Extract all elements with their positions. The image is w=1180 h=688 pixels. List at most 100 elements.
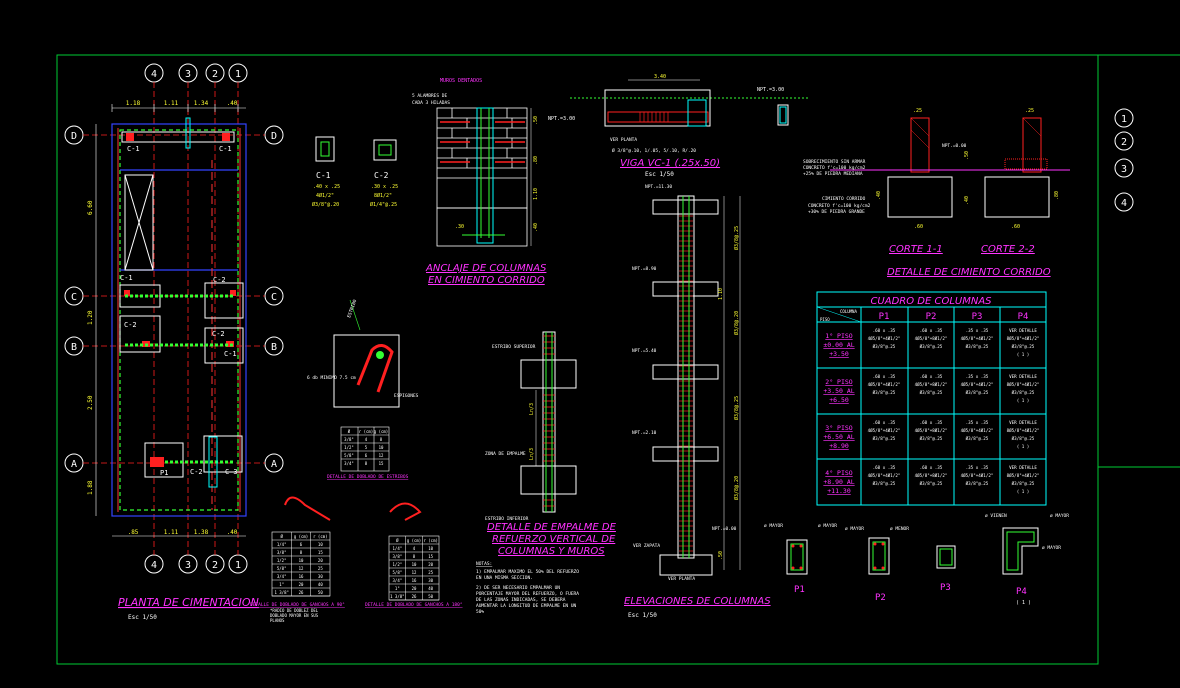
cuadro-cell: .60 x .35 — [920, 374, 943, 379]
sobrecimiento-note-3: +25% DE PIEDRA MEDIANA — [803, 171, 863, 177]
foundation-walls — [117, 128, 241, 512]
dim-bottom-3: 1.38 — [194, 529, 209, 536]
gancho-table-cell: 20 — [412, 586, 417, 591]
empalme-note1-b: EN UNA MISMA SECCION. — [476, 575, 533, 581]
level-3: NPT.=5.40 — [632, 348, 657, 354]
cuadro-cell: 8Ø5/8"+4Ø1/2" — [1007, 382, 1040, 387]
cuadro-cell: VER DETALLE — [1009, 328, 1037, 333]
gancho-table-cell: 16 — [299, 574, 304, 579]
anclaje-note-sub1: 5 ALAMBRES DE — [412, 93, 448, 99]
dim-top-1: 1.18 — [126, 100, 141, 107]
cuadro-cell: 4Ø5/8"+4Ø1/2" — [868, 428, 901, 433]
cuadro-cell: Ø3/8"@.25 — [873, 390, 896, 395]
column-fill-2 — [222, 133, 230, 141]
gancho-table-cell: 1" — [279, 582, 284, 587]
axis-top-1: 1 — [235, 69, 241, 80]
vienen-label: ø VIENEN — [985, 513, 1007, 519]
c1-bars: 4Ø1/2" — [316, 192, 334, 199]
elev-dim-4: Ø3/8@.20 — [733, 476, 740, 500]
gancho-table-cell: 30 — [428, 578, 433, 583]
gancho-table-cell: 25 — [428, 570, 433, 575]
tag-c2-d: C-2 — [190, 468, 203, 476]
gancho-table-header: g (cm) — [407, 538, 421, 543]
tag-c1-b: C-1 — [219, 145, 232, 153]
column-p-a — [208, 436, 218, 488]
viga-label-right: NPT.=3.00 — [757, 87, 784, 93]
axis-right-C: C — [271, 292, 277, 303]
cuadro-range-2: +6.50 — [829, 396, 849, 404]
sobrecimiento-note-1: SOBRECIMIENTO SIN ARMAR — [803, 159, 866, 165]
gancho-table-cell: 20 — [318, 558, 323, 563]
dim-top-4: .40 — [227, 100, 238, 107]
anclaje-note-sub2: CADA 3 HILADAS — [412, 100, 450, 106]
dim-top-2: 1.11 — [164, 100, 179, 107]
side-marker-3: 3 — [1121, 164, 1127, 175]
cuadro-cell: 4Ø5/8"+4Ø1/2" — [961, 473, 994, 478]
gancho-table-cell: 3/8" — [277, 550, 287, 555]
c2-label: C-2 — [374, 171, 389, 180]
viga-title: VIGA VC-1 (.25x.50) — [620, 158, 720, 169]
cuadro-range-1: +3.50 AL — [823, 387, 854, 395]
elev-dim-2: Ø3/8@.20 — [733, 311, 740, 335]
zapata-b-left — [119, 315, 161, 353]
side-marker-4: 4 — [1121, 198, 1127, 209]
cimiento-title: DETALLE DE CIMIENTO CORRIDO — [887, 267, 1051, 278]
anclaje-de-columnas: MUROS DENTADOS 5 ALAMBRES DE CADA 3 HILA… — [412, 78, 547, 286]
axis-top-4: 4 — [151, 69, 157, 80]
cuadro-cell: Ø3/8"@.25 — [966, 344, 989, 349]
c2-stirrups: Ø1/4"@.25 — [370, 201, 397, 208]
cuadro-header-p3: P3 — [972, 312, 983, 322]
gancho-table-cell: 5/8" — [393, 570, 403, 575]
cuadro-cell: .60 x .35 — [873, 328, 896, 333]
empalme-dim-2: Ln/3 — [529, 448, 535, 460]
gancho-table-cell: 40 — [428, 586, 433, 591]
cuadro-range-2: +3.50 — [829, 350, 849, 358]
mayor-label-4: ø MAYOR — [1042, 545, 1061, 551]
gancho-small-cell: 1/2" — [344, 445, 354, 450]
cuadro-cell: Ø3/8"@.25 — [920, 481, 943, 486]
dim-bottom-2: 1.11 — [164, 529, 179, 536]
cuadro-cell: .35 x .35 — [966, 465, 989, 470]
elevation-stirrups — [679, 215, 693, 552]
cuadro-piso: 3° PISO — [825, 424, 852, 432]
gancho-table-header: Ø — [280, 534, 283, 539]
gancho-table-cell: 5/8" — [277, 566, 287, 571]
gancho-table-header: Ø — [396, 538, 399, 543]
cuadro-cell: 8Ø5/8"+4Ø1/2" — [1007, 473, 1040, 478]
section-p1: P1 — [794, 585, 805, 595]
empalme-notes-heading: NOTAS: — [476, 561, 492, 567]
gancho-table-cell: 12 — [299, 566, 304, 571]
cimiento-note-3: +30% DE PIEDRA GRANDE — [808, 209, 865, 215]
side-axis-markers: 1 2 3 4 — [1114, 108, 1134, 212]
cuadro-piso: 2° PISO — [825, 378, 852, 386]
cimiento-dim-5: .40 — [876, 191, 882, 200]
dim-bottom-1: .85 — [128, 529, 139, 536]
section-p2: P2 — [875, 593, 886, 603]
gancho-table-cell: 8 — [300, 550, 303, 555]
planta-scale: Esc 1/50 — [128, 614, 157, 621]
empalme-note2-d: AUMENTAR LA LONGITUD DE EMPALME EN UN — [476, 603, 577, 609]
gancho-table-cell: 10 — [428, 546, 433, 551]
anclaje-dim-2: .80 — [533, 156, 539, 165]
zapata-c-right — [204, 282, 244, 319]
anclaje-note-top: MUROS DENTADOS — [440, 78, 482, 84]
column-fill-7 — [150, 457, 164, 467]
cuadro-cell: ( 1 ) — [1017, 444, 1030, 449]
gancho-small-cell: 4 — [365, 437, 368, 442]
gancho-table-cell: 8 — [413, 554, 416, 559]
cuadro-cell: 4Ø5/8"+8Ø1/2" — [915, 382, 948, 387]
cuadro-cell: 4Ø5/8"+4Ø1/2" — [868, 336, 901, 341]
gancho-table-cell: 10 — [412, 562, 417, 567]
section-p4: P4 — [1016, 587, 1027, 597]
gancho-small-cell: 5 — [365, 445, 368, 450]
gancho-90-sub2: DOBLADO MAYOR EN SUS — [270, 613, 319, 618]
cimiento-dim-3: .50 — [964, 151, 970, 160]
cimiento-note-1: CIMIENTO CORRIDO — [822, 196, 866, 202]
gancho-table-cell: 1/4" — [393, 546, 403, 551]
empalme-title-1: DETALLE DE EMPALME DE — [487, 522, 617, 533]
dim-left-1: 6.60 — [87, 200, 94, 215]
gancho-table-cell: 1 3/8" — [390, 594, 404, 599]
gancho-small-cell: 8 — [365, 461, 368, 466]
